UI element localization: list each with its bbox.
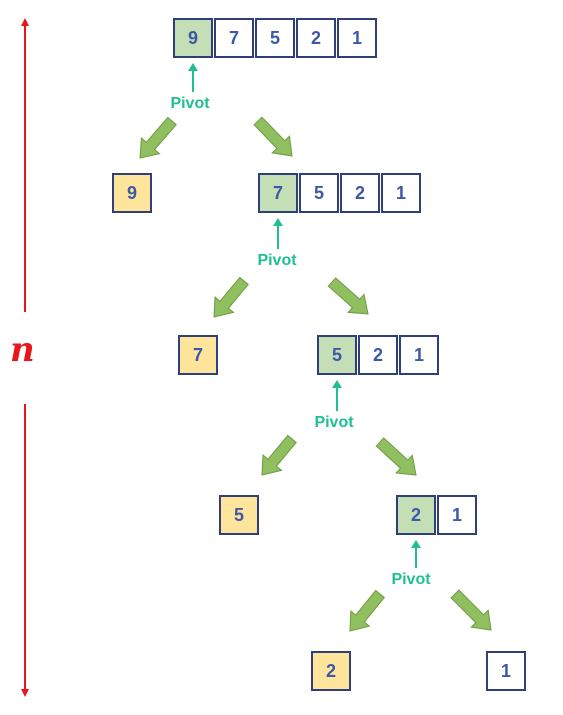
pivot-label-level-2: Pivot [314, 414, 354, 431]
array-cell-level-0-2: 5 [255, 18, 295, 58]
sorted-leaf-level-1: 7 [178, 335, 218, 375]
split-arrow-left-level-2 [261, 434, 297, 476]
depth-label-n: n [10, 330, 35, 370]
pivot-label-level-0: Pivot [170, 95, 210, 112]
array-cell-level-2-1: 2 [358, 335, 398, 375]
pivot-cell-level-3: 2 [396, 495, 436, 535]
split-arrow-left-level-3 [349, 589, 386, 632]
split-arrow-right-level-2 [375, 437, 417, 476]
split-arrow-right-level-0 [253, 116, 293, 157]
array-cell-level-3-1: 1 [437, 495, 477, 535]
sorted-leaf-level-3: 2 [311, 651, 351, 691]
pivot-cell-level-0: 9 [173, 18, 213, 58]
array-cell-level-1-3: 1 [381, 173, 421, 213]
split-arrow-left-level-1 [213, 276, 249, 318]
pivot-pointer-arrow-level-2 [332, 380, 342, 388]
array-cell-level-1-2: 2 [340, 173, 380, 213]
pivot-cell-level-2: 5 [317, 335, 357, 375]
array-cell-level-0-4: 1 [337, 18, 377, 58]
pivot-label-level-3: Pivot [391, 571, 431, 588]
split-arrow-right-level-3 [450, 589, 492, 631]
split-arrow-left-level-0 [139, 116, 177, 159]
split-arrow-right-level-1 [327, 277, 369, 315]
array-cell-level-4-0: 1 [486, 651, 526, 691]
pivot-cell-level-1: 7 [258, 173, 298, 213]
array-cell-level-0-3: 2 [296, 18, 336, 58]
array-cell-level-0-1: 7 [214, 18, 254, 58]
pivot-pointer-arrow-level-3 [411, 540, 421, 548]
array-cell-level-2-2: 1 [399, 335, 439, 375]
sorted-leaf-level-2: 5 [219, 495, 259, 535]
array-cell-level-1-1: 5 [299, 173, 339, 213]
pivot-pointer-arrow-level-0 [188, 63, 198, 71]
sorted-leaf-level-0: 9 [112, 173, 152, 213]
pivot-label-level-1: Pivot [257, 252, 297, 269]
pivot-pointer-arrow-level-1 [273, 218, 283, 226]
